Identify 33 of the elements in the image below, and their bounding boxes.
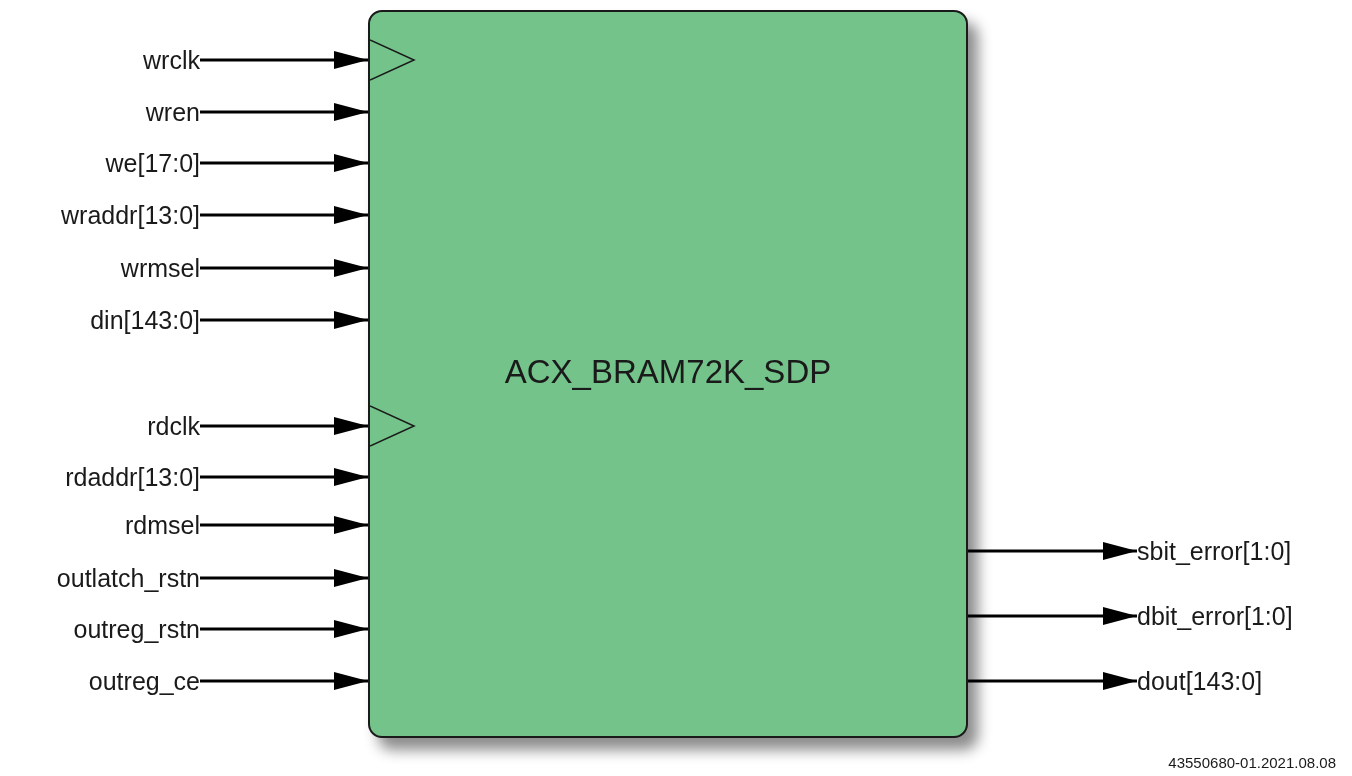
document-number: 43550680-01.2021.08.08 [1168,754,1336,772]
port-label: wrclk [143,44,200,76]
signal-arrow [200,103,368,121]
module-name: ACX_BRAM72K_SDP [504,352,832,393]
signal-arrow [200,259,368,277]
port-label: rdaddr[13:0] [65,461,200,493]
port-label: outlatch_rstn [56,562,200,594]
signal-arrow [200,620,368,638]
port-label: outreg_ce [88,665,200,697]
signal-arrow [200,468,368,486]
signal-arrow [968,672,1137,690]
port-label: rdclk [147,410,200,442]
signal-arrow [200,672,368,690]
port-label: dbit_error[1:0] [1137,600,1293,632]
signal-arrow [200,516,368,534]
module-block [368,10,968,738]
port-label: dout[143:0] [1137,665,1263,697]
signal-arrow [200,569,368,587]
signal-arrow [968,542,1137,560]
signal-arrow [968,607,1137,625]
port-label: sbit_error[1:0] [1137,535,1292,567]
port-label: rdmsel [125,509,200,541]
signal-arrow [200,51,368,69]
signal-arrow [200,206,368,224]
port-label: outreg_rstn [73,613,200,645]
port-label: din[143:0] [90,304,200,336]
port-label: we[17:0] [105,147,200,179]
port-label: wraddr[13:0] [61,199,200,231]
signal-arrow [200,417,368,435]
port-label: wren [145,96,200,128]
signal-arrow [200,311,368,329]
port-label: wrmsel [120,252,200,284]
signal-arrow [200,154,368,172]
